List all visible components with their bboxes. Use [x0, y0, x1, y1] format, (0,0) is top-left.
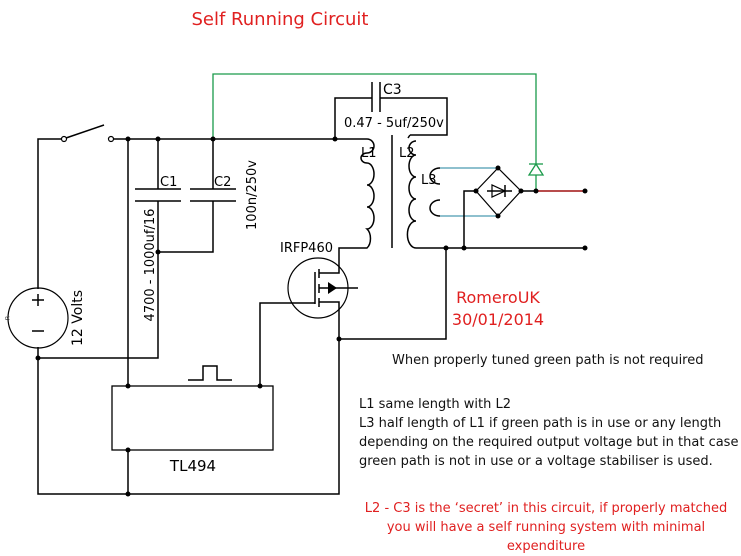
diagram-title: Self Running Circuit — [192, 9, 369, 30]
c2-value: 100n/250v — [245, 160, 260, 230]
tuning-note: When properly tuned green path is not re… — [392, 353, 704, 368]
svg-text:C1: C1 — [160, 175, 177, 190]
svg-text:∝: ∝ — [4, 314, 10, 324]
secret-line: expenditure — [506, 539, 586, 554]
capacitor-c3: C3 0.47 - 5uf/250v — [334, 82, 448, 139]
transformer: L1 L2 L3 — [338, 134, 441, 270]
green-feedback-path — [212, 73, 545, 191]
capacitor-c2: C2 100n/250v — [190, 139, 260, 230]
author-label: RomeroUK — [456, 288, 540, 307]
ic-label: TL494 — [169, 457, 216, 475]
mosfet-label: IRFP460 — [280, 241, 333, 256]
voltage-source: ∝ 12 Volts — [4, 287, 86, 349]
source-label: 12 Volts — [70, 290, 86, 346]
tl494-ic: TL494 — [111, 365, 274, 475]
date-label: 30/01/2014 — [452, 310, 544, 329]
note-line: L3 half length of L1 if green path is in… — [359, 416, 722, 431]
note-line: depending on the required output voltage… — [359, 435, 739, 450]
c3-value: 0.47 - 5uf/250v — [344, 116, 444, 131]
svg-text:C2: C2 — [214, 175, 231, 190]
bridge-rectifier — [473, 165, 524, 219]
svg-text:L3: L3 — [421, 173, 437, 188]
note-line: green path is not in use or a voltage st… — [359, 454, 713, 469]
svg-text:C3: C3 — [383, 82, 402, 98]
notes-block: L1 same length with L2 L3 half length of… — [359, 395, 738, 471]
c1-value: 4700 - 1000uf/16 — [143, 209, 158, 322]
svg-text:L1: L1 — [361, 146, 377, 161]
power-switch — [37, 124, 115, 289]
capacitor-c1: C1 4700 - 1000uf/16 — [135, 139, 181, 321]
note-line: L1 same length with L2 — [359, 397, 511, 412]
svg-text:L2: L2 — [399, 146, 415, 161]
mosfet-irfp460: IRFP460 — [280, 241, 358, 319]
secret-line: L2 - C3 is the ‘secret’ in this circuit,… — [364, 501, 728, 516]
secret-note: L2 - C3 is the ‘secret’ in this circuit,… — [358, 499, 734, 556]
secret-line: you will have a self running system with… — [386, 520, 706, 535]
